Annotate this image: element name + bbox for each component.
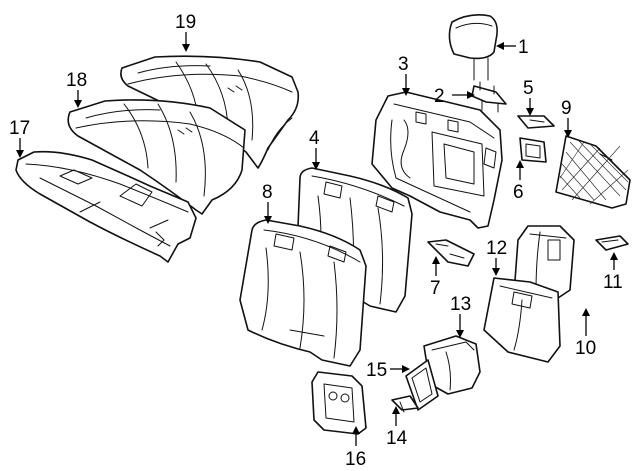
callout-3: 3	[398, 54, 409, 75]
callout-14: 14	[386, 428, 408, 449]
callout-6: 6	[513, 182, 524, 203]
callout-5: 5	[523, 78, 534, 99]
part-11-armrest-cap[interactable]	[595, 235, 629, 251]
callout-16: 16	[345, 449, 366, 470]
part-9-cargo-net-panel[interactable]	[555, 135, 631, 209]
callout-12: 12	[486, 238, 507, 259]
part-18-cushion-pad[interactable]	[67, 99, 246, 215]
callout-10: 10	[575, 338, 596, 359]
part-1-headrest[interactable]	[448, 14, 498, 81]
callout-18: 18	[66, 70, 87, 91]
part-16-cup-holder-trim[interactable]	[311, 371, 367, 435]
part-17-cushion-frame[interactable]	[15, 150, 197, 263]
callout-labels: 1 2 3 4 5 6 7 8 9 10 11 12 13 14 15 16 1…	[9, 12, 623, 470]
callout-2: 2	[434, 86, 445, 107]
callout-19: 19	[175, 12, 196, 33]
part-7-bracket[interactable]	[427, 239, 475, 267]
callout-8: 8	[262, 182, 273, 203]
callout-1: 1	[518, 37, 529, 58]
part-12-armrest-cover[interactable]	[483, 277, 561, 363]
part-15-pass-through-frame[interactable]	[405, 359, 439, 411]
callout-11: 11	[603, 272, 623, 293]
part-8-seat-back-cover[interactable]	[239, 219, 367, 367]
callout-7: 7	[430, 278, 441, 299]
part-5-trim-plate[interactable]	[517, 115, 555, 129]
part-14-mounting-bracket[interactable]	[391, 395, 419, 413]
part-2-guide-bracket[interactable]	[471, 81, 507, 113]
part-3-seat-back-frame[interactable]	[371, 91, 503, 229]
part-6-guide-sleeve[interactable]	[519, 137, 547, 163]
callout-9: 9	[561, 98, 572, 119]
callout-17: 17	[9, 118, 30, 139]
callout-15: 15	[366, 360, 387, 381]
callout-4: 4	[309, 128, 320, 149]
callout-13: 13	[450, 294, 471, 315]
callout-leaders	[16, 32, 618, 446]
